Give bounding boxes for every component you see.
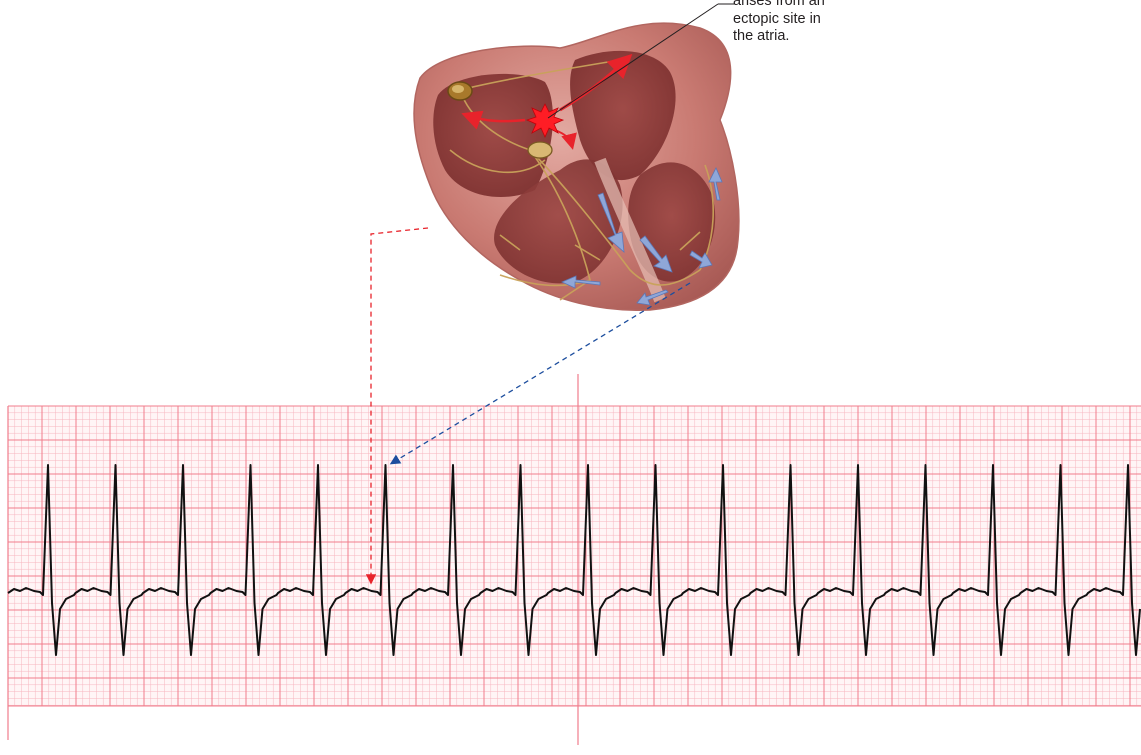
caption-line: ectopic site in bbox=[733, 11, 933, 29]
caption-text: arises from an ectopic site in the atria… bbox=[733, 0, 933, 46]
ecg-grid bbox=[8, 406, 1141, 706]
caption-line: the atria. bbox=[733, 28, 933, 46]
caption-line: arises from an bbox=[733, 0, 933, 11]
av-node-icon bbox=[528, 142, 552, 158]
heart-cross-section-icon bbox=[414, 23, 739, 310]
sa-node-icon bbox=[448, 82, 472, 100]
starburst-icon bbox=[527, 104, 563, 137]
